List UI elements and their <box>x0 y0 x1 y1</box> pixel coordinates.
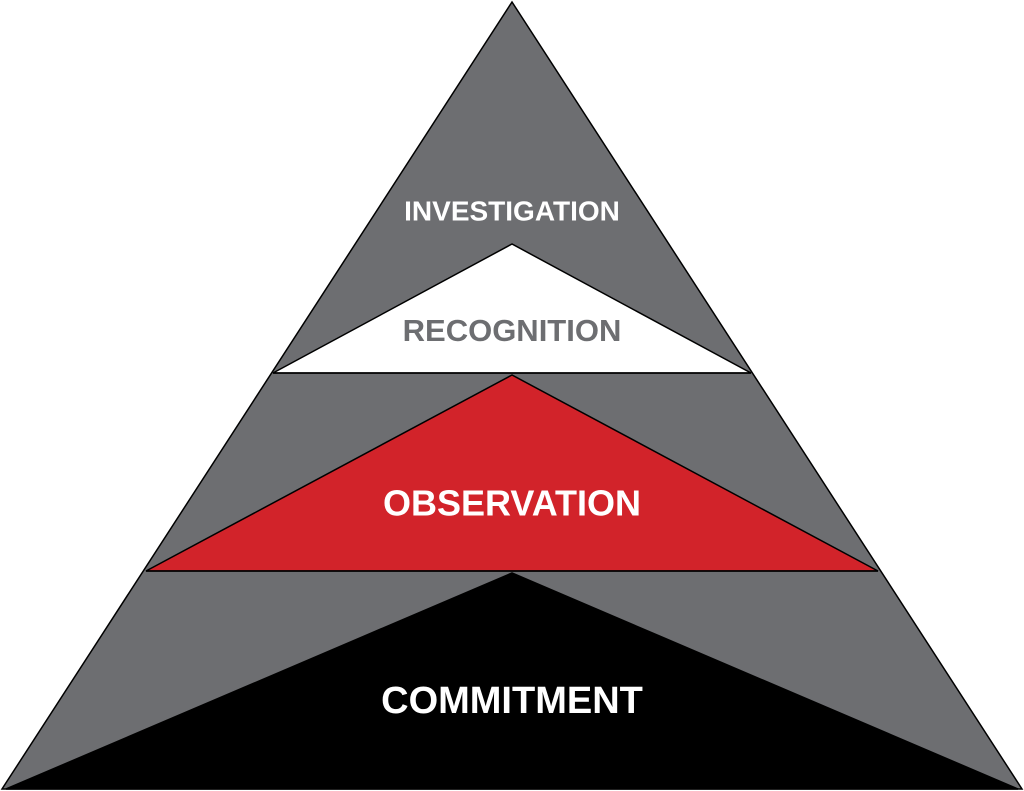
commitment-label: COMMITMENT <box>381 680 643 722</box>
recognition-label: RECOGNITION <box>403 313 622 348</box>
observation-label: OBSERVATION <box>383 483 641 524</box>
investigation-label: INVESTIGATION <box>404 195 620 226</box>
commitment-band <box>5 572 1019 790</box>
